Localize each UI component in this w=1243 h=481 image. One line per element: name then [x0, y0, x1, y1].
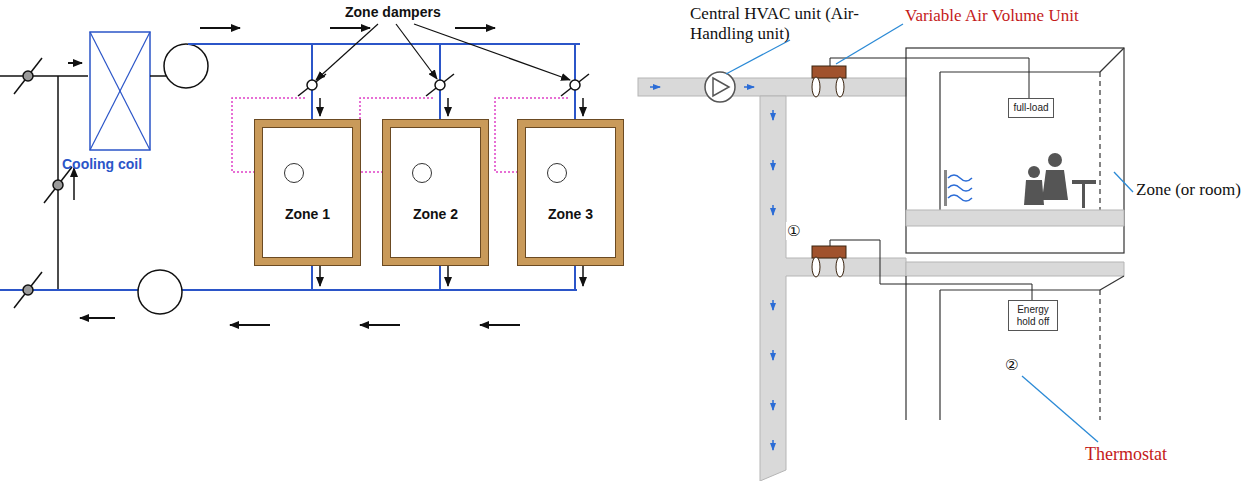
thermostat-circle — [412, 163, 432, 183]
zone-box: Zone 1 — [255, 120, 360, 265]
zone-box: Zone 3 — [518, 120, 623, 265]
damper-label: Zone dampers — [345, 4, 441, 20]
callout-number: ① — [786, 222, 801, 240]
zone-name: Zone 1 — [262, 206, 353, 222]
thermostat-text: full-load — [1012, 102, 1050, 114]
callout-number: ② — [1004, 356, 1019, 374]
ahu-label: Central HVAC unit (Air-Handling unit) — [690, 4, 880, 43]
zone-name: Zone 2 — [390, 206, 481, 222]
thermostat-box: full-load — [1008, 98, 1054, 118]
thermostat-circle — [547, 163, 567, 183]
zone-box: Zone 2 — [383, 120, 488, 265]
zone-name: Zone 3 — [525, 206, 616, 222]
thermostat-label: Thermostat — [1085, 444, 1167, 465]
thermostat-circle — [284, 163, 304, 183]
vav-label: Variable Air Volume Unit — [905, 6, 1079, 26]
zone-label: Zone (or room) — [1136, 180, 1241, 200]
thermostat-text: Energy hold off — [1012, 304, 1054, 327]
thermostat-box: Energy hold off — [1008, 300, 1058, 331]
coil-label: Cooling coil — [62, 156, 142, 172]
